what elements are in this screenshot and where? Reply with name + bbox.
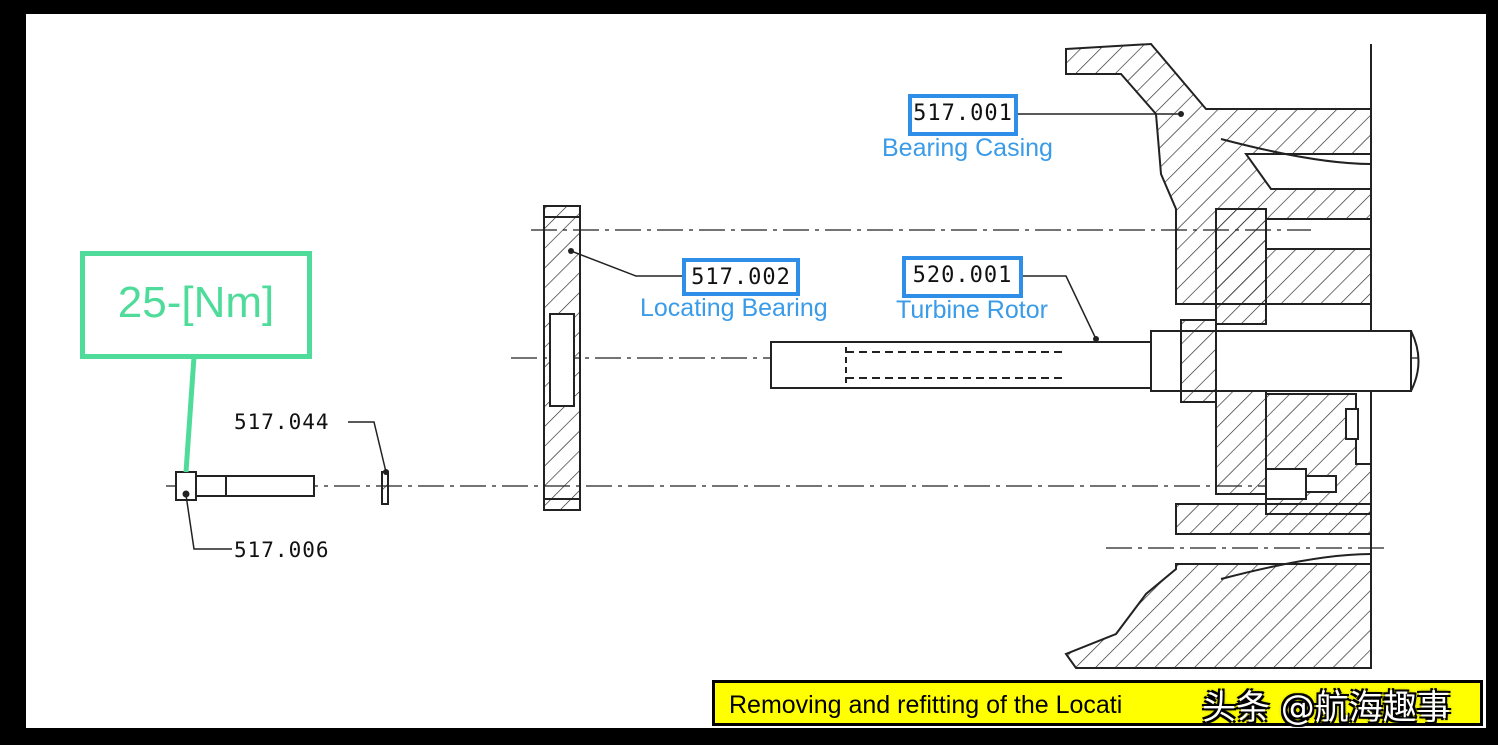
turbine-rotor-label: Turbine Rotor	[896, 296, 1048, 324]
caption-banner-text: Removing and refitting of the Locati	[729, 691, 1123, 719]
drawing-sheet: 517.001 Bearing Casing 517.002 Locating …	[26, 14, 1486, 728]
part-number-517-001: 517.001	[908, 94, 1018, 136]
torque-callout: 25-[Nm]	[80, 251, 312, 359]
locating-bearing-label: Locating Bearing	[640, 294, 828, 322]
torque-value: 25-[Nm]	[117, 278, 275, 327]
rotor-shaft	[770, 319, 1420, 403]
locating-bearing-shape	[543, 205, 581, 511]
part-number-520-001: 520.001	[902, 256, 1023, 298]
washer-shape	[381, 471, 389, 505]
part-number-517-044: 517.044	[234, 410, 330, 434]
casing-outline	[1065, 44, 1372, 668]
watermark-text: 头条 @航海趣事	[1202, 688, 1451, 728]
leader-lines	[183, 113, 1181, 550]
bolt-shape	[175, 471, 315, 501]
caption-banner: Removing and refitting of the Locati	[712, 680, 1483, 726]
bearing-casing-label: Bearing Casing	[882, 134, 1053, 162]
part-number-517-006: 517.006	[234, 538, 330, 562]
part-number-517-002: 517.002	[682, 258, 800, 296]
technical-drawing	[166, 42, 1421, 669]
